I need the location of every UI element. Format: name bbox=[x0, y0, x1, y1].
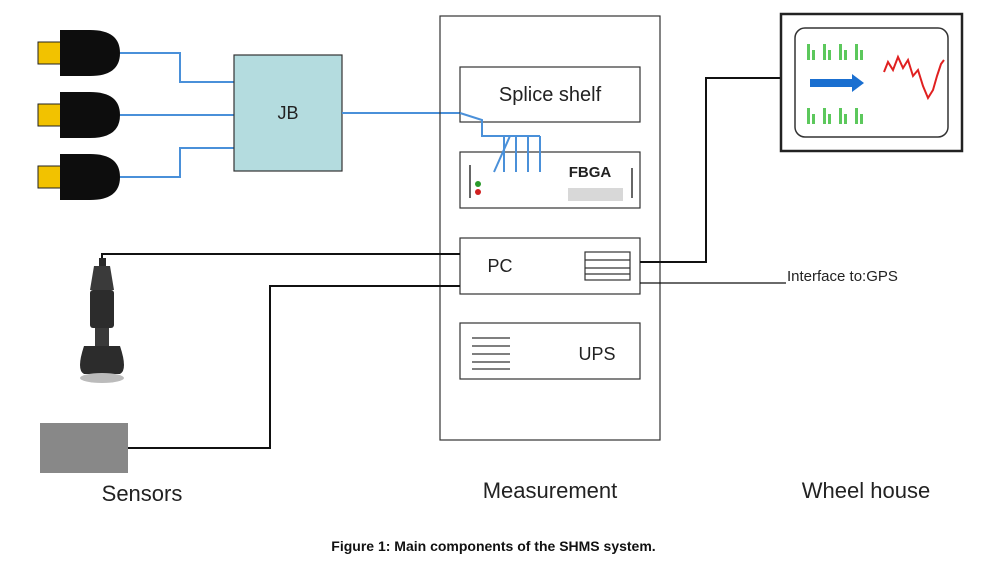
fbga-label: FBGA bbox=[569, 164, 612, 181]
pc-drive-icon bbox=[584, 251, 631, 281]
splice-shelf bbox=[459, 66, 641, 123]
measurement-label: Measurement bbox=[483, 478, 618, 503]
sensors-label: Sensors bbox=[102, 481, 183, 506]
junction-box bbox=[233, 54, 343, 172]
sensor-block bbox=[40, 423, 128, 473]
cable-accelerometer-to-pc bbox=[101, 253, 460, 262]
ups-vent-lines bbox=[472, 337, 510, 370]
cable-pc-to-display bbox=[640, 77, 781, 263]
interface-label: Interface to:GPS bbox=[787, 268, 898, 285]
measurement-cabinet bbox=[439, 15, 661, 441]
pc-label: PC bbox=[487, 256, 512, 276]
display-arrow bbox=[810, 74, 864, 92]
wheel-house-label: Wheel house bbox=[802, 478, 930, 503]
status-led-icon bbox=[475, 181, 481, 195]
display-screen-icon bbox=[779, 12, 964, 153]
fiber-connector-3 bbox=[37, 154, 120, 200]
fiber-lines-to-jb bbox=[120, 52, 234, 178]
accelerometer-icon bbox=[80, 258, 124, 383]
figure-caption: Figure 1: Main components of the SHMS sy… bbox=[331, 538, 656, 554]
fiber-connector-1 bbox=[37, 30, 120, 76]
cable-sensor-block-to-pc bbox=[128, 285, 460, 449]
pc-unit bbox=[459, 237, 641, 295]
splice-shelf-label: Splice shelf bbox=[499, 84, 602, 106]
fiber-connector-2 bbox=[37, 92, 120, 138]
display-trace bbox=[883, 54, 945, 101]
ups-label: UPS bbox=[578, 344, 615, 364]
display-green-bars bbox=[807, 44, 863, 124]
ups-unit bbox=[459, 322, 641, 380]
fiber-splitter-lines bbox=[459, 112, 541, 173]
fbga-display-slot bbox=[568, 188, 623, 201]
jb-label: JB bbox=[277, 103, 298, 123]
